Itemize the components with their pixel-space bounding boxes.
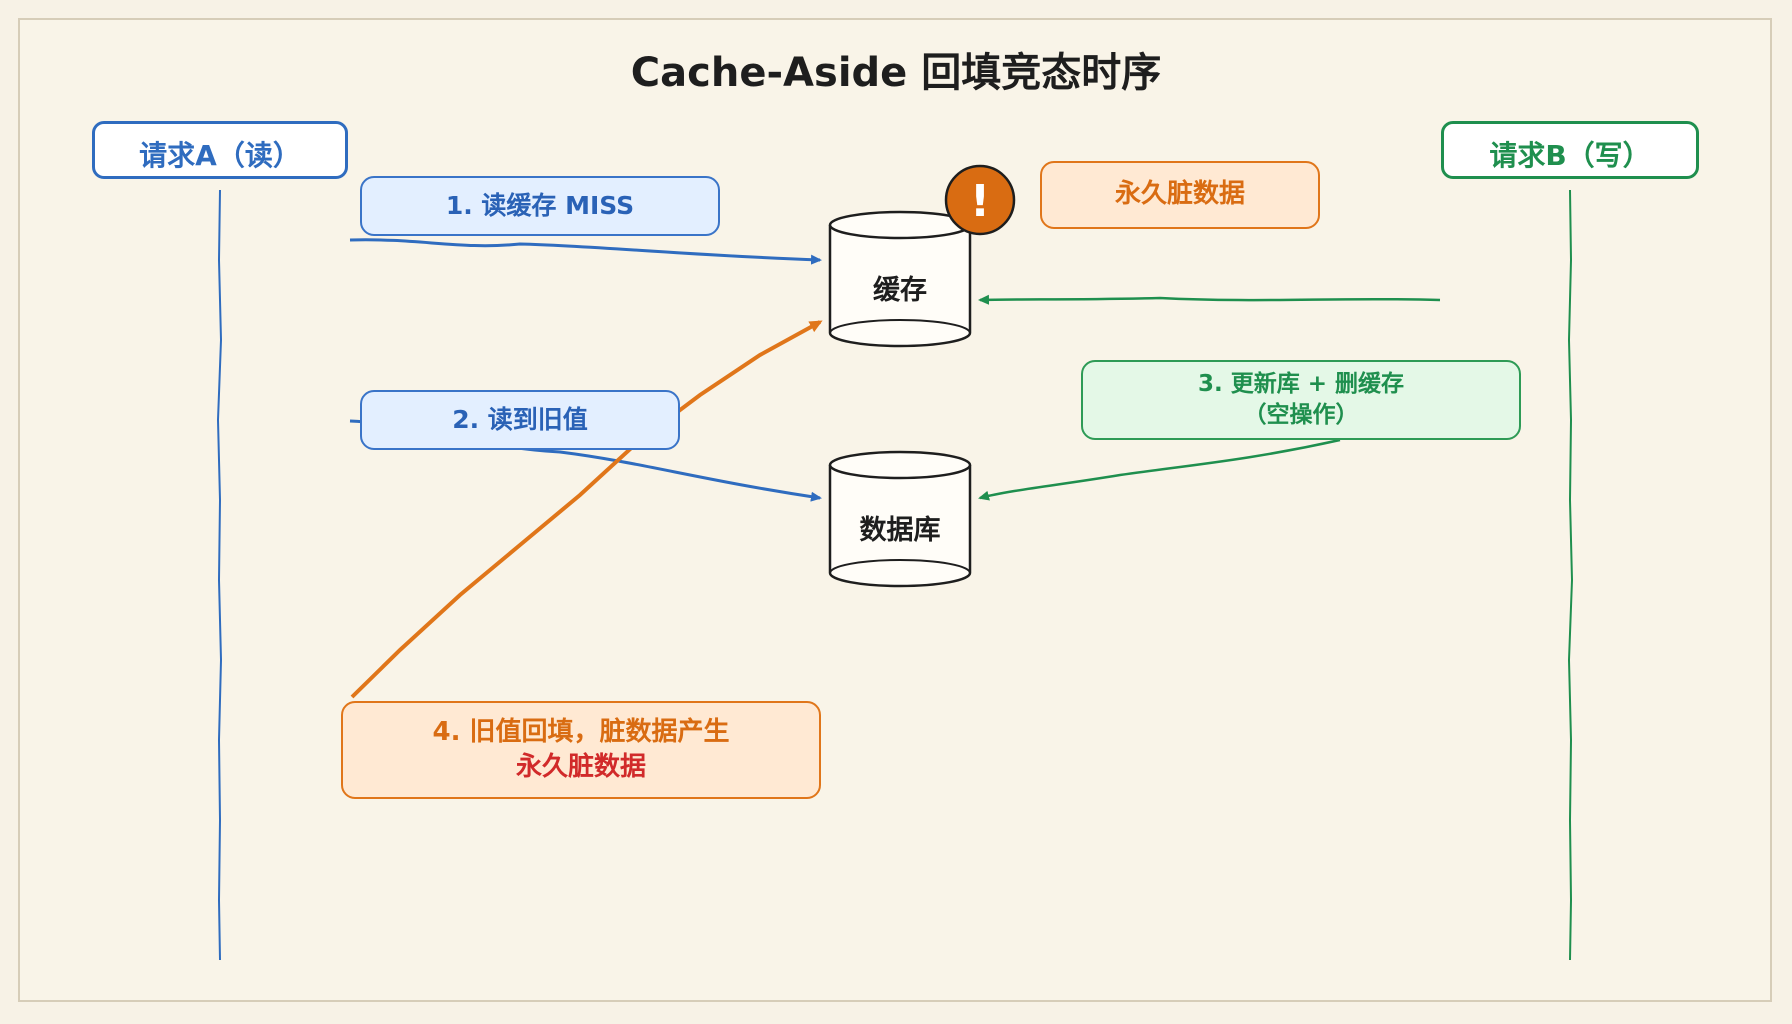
database-label: 数据库 [859,515,941,546]
lifeline-a [216,189,223,961]
note-step-4-line1: 4. 旧值回填，脏数据产生 [432,716,730,747]
arrow-read-cache [349,238,822,265]
actor-request-b: 请求B（写） [1441,121,1699,179]
note-step-4-line2: 永久脏数据 [515,752,646,782]
database-cylinder [828,450,972,588]
warning-label-text: 永久脏数据 [1114,179,1245,210]
arrow-delete-cache [978,294,1441,305]
arrow-update-db [978,438,1341,501]
lifeline-b [1567,189,1574,961]
diagram-title: Cache-Aside 回填竞态时序 [630,50,1162,96]
note-step-2: 2. 读到旧值 [360,390,680,450]
note-step-2-text: 2. 读到旧值 [452,405,588,435]
arrow-backfill [350,320,823,699]
note-step-4: 4. 旧值回填，脏数据产生 永久脏数据 [341,701,821,799]
warning-badge [944,164,1016,236]
note-step-1: 1. 读缓存 MISS [360,176,720,236]
warning-label: 永久脏数据 [1040,161,1320,229]
cache-label: 缓存 [873,275,927,306]
note-step-1-text: 1. 读缓存 MISS [445,191,635,221]
note-step-3-line1: 3. 更新库 + 删缓存 [1197,370,1405,397]
note-step-3-line2: （空操作） [1243,402,1359,428]
actor-request-a: 请求A（读） [92,121,348,179]
warning-exclamation: ! [970,176,990,227]
note-step-3: 3. 更新库 + 删缓存 （空操作） [1081,360,1521,440]
